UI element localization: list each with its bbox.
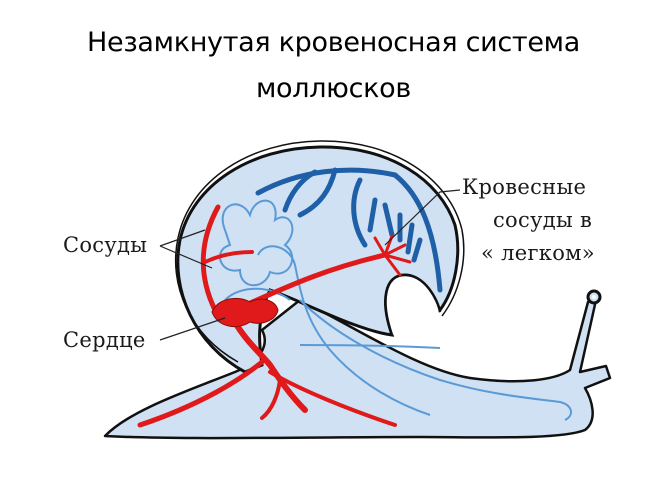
label-lung-vessels-2: сосуды в — [493, 208, 593, 232]
label-pointers — [159, 189, 461, 341]
label-lung-vessels-3: « легком» — [481, 241, 595, 265]
page-title: Незамкнутая кровеносная система моллюско… — [0, 20, 667, 112]
label-heart: Сердце — [63, 328, 146, 352]
title-line-2: моллюсков — [255, 73, 411, 104]
heart-organ — [211, 297, 279, 328]
title-line-1: Незамкнутая кровеносная система — [87, 27, 580, 58]
veins — [255, 167, 443, 293]
label-vessels: Сосуды — [63, 233, 148, 257]
label-lung-vessels-1: Кровесные — [462, 175, 587, 199]
organ-outlines — [219, 199, 572, 421]
